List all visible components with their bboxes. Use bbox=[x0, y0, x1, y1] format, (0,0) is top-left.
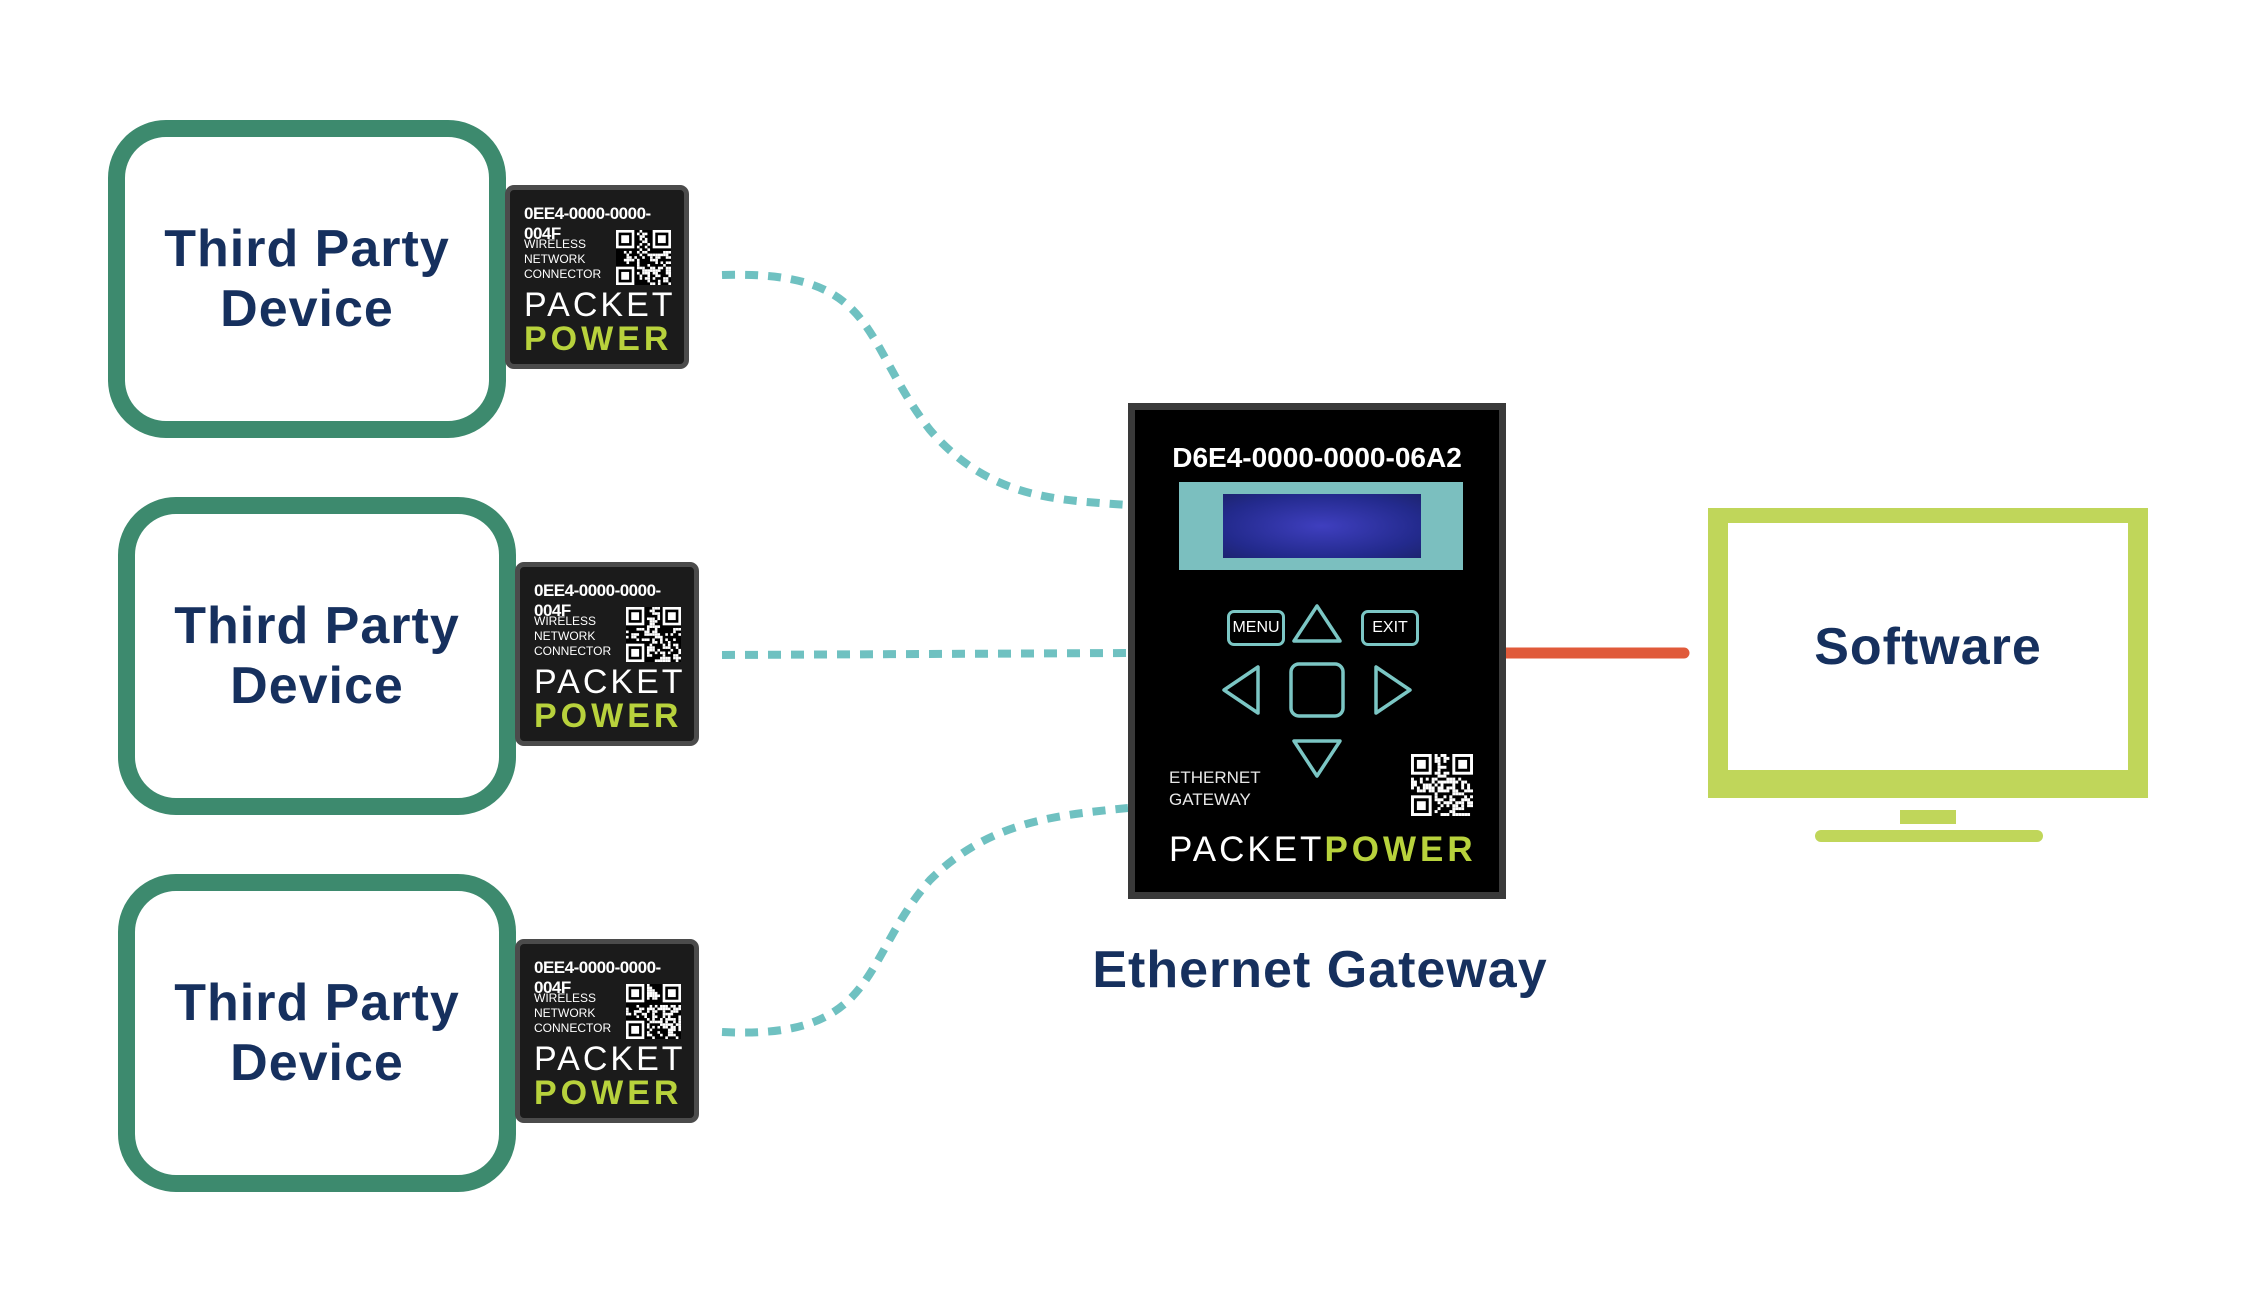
exit-button: EXIT bbox=[1361, 610, 1419, 646]
gateway-type-line1: ETHERNET bbox=[1169, 768, 1261, 787]
brand-power: POWER bbox=[1324, 830, 1477, 869]
wireless-link-middle bbox=[721, 649, 1129, 659]
gateway-id: D6E4-0000-0000-06A2 bbox=[1172, 442, 1462, 473]
wireless-link-bottom bbox=[721, 804, 1129, 1037]
gateway-caption: Ethernet Gateway bbox=[1092, 941, 1548, 999]
menu-button: MENU bbox=[1227, 610, 1285, 646]
software-monitor: Software bbox=[1708, 508, 2148, 798]
qr-code-icon bbox=[626, 984, 681, 1039]
brand-power: POWER bbox=[524, 320, 673, 358]
connector-type-line1: WIRELESS bbox=[534, 991, 597, 1005]
monitor-neck bbox=[1900, 810, 1956, 824]
software-label: Software bbox=[1814, 617, 2042, 676]
device-label: Third Party Device bbox=[174, 596, 460, 716]
device-label-line1: Third Party bbox=[164, 220, 450, 278]
brand-power: POWER bbox=[534, 697, 683, 735]
wireless-link-top bbox=[721, 270, 1129, 509]
connector-type-line2: NETWORK bbox=[534, 1006, 596, 1020]
gateway-lcd-screen bbox=[1223, 494, 1421, 558]
connector-type-line3: CONNECTOR bbox=[534, 644, 612, 658]
monitor-stand bbox=[1815, 830, 2043, 842]
brand-power: POWER bbox=[534, 1074, 683, 1112]
gateway-brand: PACKETPOWER bbox=[1169, 830, 1477, 870]
arrow-right-icon bbox=[1374, 665, 1412, 715]
monitor-screen: Software bbox=[1728, 523, 2128, 770]
connector-type-line1: WIRELESS bbox=[534, 614, 597, 628]
connector-type-line1: WIRELESS bbox=[524, 237, 587, 251]
device-label-line2: Device bbox=[230, 657, 404, 715]
arrow-left-icon bbox=[1222, 665, 1260, 715]
connector-type: WIRELESS NETWORK CONNECTOR bbox=[524, 237, 624, 282]
wireless-connector-2: 0EE4-0000-0000-004F WIRELESS NETWORK CON… bbox=[515, 562, 699, 746]
connector-type-line2: NETWORK bbox=[534, 629, 596, 643]
third-party-device-1: Third Party Device bbox=[108, 120, 506, 438]
device-label-line1: Third Party bbox=[174, 597, 460, 655]
brand-packet: PACKET bbox=[534, 1040, 686, 1078]
device-label-line1: Third Party bbox=[174, 974, 460, 1032]
brand-packet: PACKET bbox=[524, 286, 676, 324]
connector-id: 0EE4-0000-0000-004F bbox=[534, 958, 661, 997]
gateway-type: ETHERNET GATEWAY bbox=[1169, 767, 1289, 811]
connector-type: WIRELESS NETWORK CONNECTOR bbox=[534, 991, 634, 1036]
qr-code-icon bbox=[626, 607, 681, 662]
qr-code-icon bbox=[616, 230, 671, 285]
connector-type-line2: NETWORK bbox=[524, 252, 586, 266]
gateway-type-line2: GATEWAY bbox=[1169, 790, 1251, 809]
third-party-device-2: Third Party Device bbox=[118, 497, 516, 815]
device-label: Third Party Device bbox=[164, 219, 450, 339]
connector-id: 0EE4-0000-0000-004F bbox=[524, 204, 651, 243]
gateway-keypad bbox=[1222, 604, 1412, 778]
brand-packet: PACKET bbox=[1169, 830, 1325, 869]
ethernet-gateway: D6E4-0000-0000-06A2 MENU EXIT ETHERNET G… bbox=[1128, 403, 1506, 899]
arrow-up-icon bbox=[1292, 604, 1342, 643]
connector-type: WIRELESS NETWORK CONNECTOR bbox=[534, 614, 634, 659]
brand-packet: PACKET bbox=[534, 663, 686, 701]
connector-id: 0EE4-0000-0000-004F bbox=[534, 581, 661, 620]
connector-type-line3: CONNECTOR bbox=[534, 1021, 612, 1035]
wireless-connector-1: 0EE4-0000-0000-004F WIRELESS NETWORK CON… bbox=[505, 185, 689, 369]
wireless-connector-3: 0EE4-0000-0000-004F WIRELESS NETWORK CON… bbox=[515, 939, 699, 1123]
select-button-icon bbox=[1289, 662, 1345, 718]
gateway-display bbox=[1179, 482, 1463, 570]
qr-code-icon bbox=[1411, 754, 1473, 816]
connector-type-line3: CONNECTOR bbox=[524, 267, 602, 281]
device-label-line2: Device bbox=[230, 1034, 404, 1092]
third-party-device-3: Third Party Device bbox=[118, 874, 516, 1192]
device-label-line2: Device bbox=[220, 280, 394, 338]
device-label: Third Party Device bbox=[174, 973, 460, 1093]
arrow-down-icon bbox=[1292, 739, 1342, 778]
